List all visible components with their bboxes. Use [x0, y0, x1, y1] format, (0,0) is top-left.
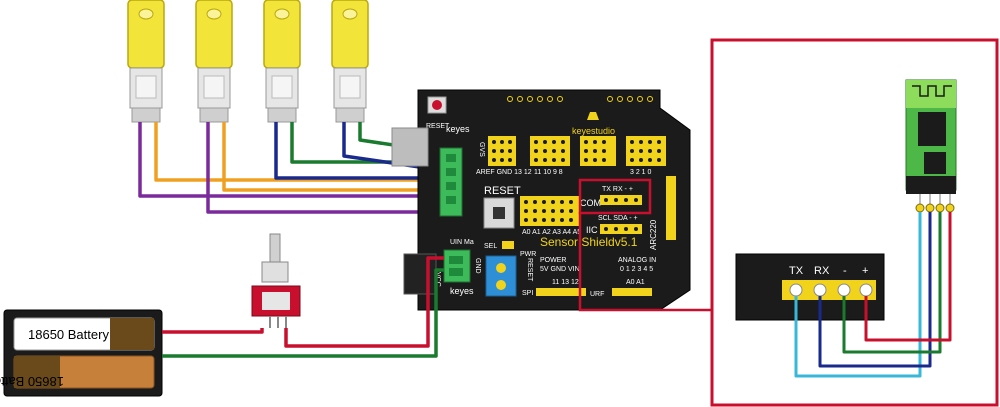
wire-m2-orange: [222, 122, 440, 192]
keyes-top-label: keyes: [446, 124, 470, 134]
wire-switch-red: [284, 256, 444, 348]
sensor-shield: RESET keyestudio keyes: [391, 89, 691, 311]
a0a1-label: A0 A1: [626, 279, 645, 286]
digital-right-label: 3 2 1 0: [630, 169, 652, 176]
pin-block-com: [600, 195, 642, 205]
motor-1: [127, 0, 165, 123]
bluetooth-pins: [919, 194, 951, 206]
power-label: POWER: [540, 257, 566, 264]
wire-bt-green: [842, 212, 942, 354]
pin-block-digital-right: [626, 136, 666, 166]
wire-battery-green: [162, 268, 444, 358]
motor-3: [263, 0, 301, 123]
wire-bt-red: [864, 212, 952, 342]
wire-bt-cyan: [794, 212, 922, 378]
sel-label: SEL: [484, 243, 497, 250]
gvs-label: GVS: [478, 142, 485, 157]
shield-name-label: Sensor Shieldv5.1: [540, 235, 638, 249]
highlight-link: [578, 212, 712, 312]
power-terminal: [443, 249, 471, 283]
tx-rx-label: TX RX - +: [602, 186, 633, 193]
reset-small-label: RESET: [426, 123, 450, 130]
reset-v-label: RESET: [526, 258, 533, 282]
gnd-label: GND: [474, 258, 481, 274]
zoom-panel: [710, 38, 999, 407]
toggle-switch: [251, 233, 301, 328]
bt-pin-tx-label: TX: [789, 265, 804, 277]
brand-label: keyestudio: [572, 126, 615, 136]
spi-label: SPI: [522, 290, 533, 297]
motor-2: [195, 0, 233, 123]
wire-m2-purple: [206, 122, 440, 214]
pin-block-iic: [600, 224, 642, 234]
digital-mid-label: 11 10 9 8: [534, 169, 563, 176]
battery-cell-1-label: 18650 Battery: [28, 327, 109, 342]
bt-pin-plus-label: +: [862, 265, 868, 277]
potentiometer: [485, 255, 517, 297]
analog-label: ANALOG IN: [618, 257, 656, 264]
pin-block-analog: [520, 196, 580, 226]
pin-block-aref: [488, 136, 516, 166]
keyes-bottom-label: keyes: [450, 286, 474, 296]
com-highlight-box: [578, 178, 652, 215]
pin-block-digital-2: [580, 136, 616, 166]
bottom-nums-label: 11 13 12: [552, 279, 579, 286]
motor-4: [331, 0, 369, 123]
aref-label: AREF GND 13 12: [476, 169, 532, 176]
uin-label: UIN Ma: [450, 239, 474, 246]
bee-logo-icon: [587, 112, 599, 120]
bluetooth-module: [905, 79, 957, 194]
battery-cell-2-label: 18650 Battery: [0, 374, 64, 389]
usb-connector: [391, 127, 429, 167]
com-label: COM: [580, 198, 601, 208]
pwr-label: PWR: [520, 251, 536, 258]
bt-pin-rx-label: RX: [814, 265, 830, 277]
urf-label: URF: [590, 291, 604, 298]
iic-label: IIC: [586, 225, 598, 235]
power-pins-label: 5V GND VIN: [540, 266, 580, 273]
pin-block-digital-mid: [530, 136, 570, 166]
power-wires: [162, 256, 444, 358]
wire-battery-red: [162, 328, 264, 334]
power-jack: [403, 253, 437, 295]
battery-holder: 18650 Battery 18650 Battery: [0, 309, 163, 397]
bt-pin-minus-label: -: [843, 265, 847, 277]
analog-pins-label: A0 A1 A2 A3 A4 A5: [522, 229, 581, 236]
wire-m1-purple: [138, 122, 440, 198]
wire-bt-blue: [818, 212, 932, 368]
wire-m3-blue: [274, 122, 440, 180]
bt-connector-board: TX RX - +: [735, 253, 885, 321]
motor-wires: [138, 122, 441, 214]
bluetooth-wires: [794, 212, 952, 378]
reset-label: RESET: [484, 185, 521, 197]
wire-m1-orange: [154, 122, 440, 182]
scl-sda-label: SCL SDA - +: [598, 215, 638, 222]
analog-nums-label: 0 1 2 3 4 5: [620, 266, 653, 273]
arc-label: ARC220: [649, 219, 658, 250]
